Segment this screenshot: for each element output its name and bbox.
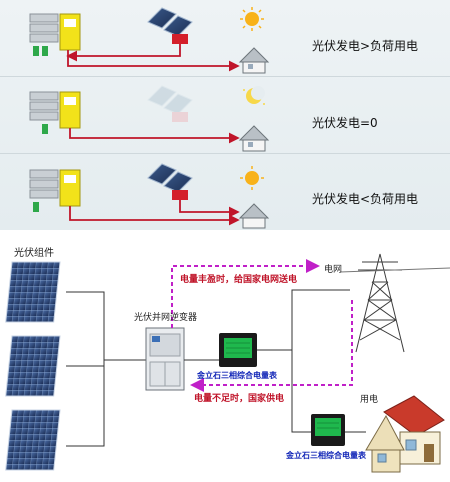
battery-bank-icon <box>29 13 59 56</box>
pv-array-label: 光伏组件 <box>14 248 54 259</box>
scenario-3-graphic <box>29 163 270 229</box>
deficit-flow-label: 电量不足时，国家供电 <box>194 394 285 404</box>
inverter-label: 光伏并网逆变器 <box>134 313 198 323</box>
transmission-tower-icon <box>339 253 450 353</box>
meter-1-label: 金立石三相综合电量表 <box>197 371 277 380</box>
solar-panel-icon <box>147 163 193 200</box>
house-icon <box>365 395 445 473</box>
battery-bank-icon <box>29 91 59 134</box>
scenario-3-caption: 光伏发电<负荷用电 <box>312 192 419 206</box>
scenario-2-graphic <box>29 85 270 152</box>
grid-label: 电网 <box>324 265 343 275</box>
scenario-2-caption: 光伏发电=0 <box>312 116 378 130</box>
surplus-flow-label: 电量丰盈时，给国家电网送电 <box>180 275 298 285</box>
dc-wiring <box>66 291 146 447</box>
pv-module-icon <box>5 261 61 323</box>
scenario-1-graphic <box>29 7 270 74</box>
meter-2-label: 金立石三相综合电量表 <box>286 451 366 460</box>
sun-icon <box>240 7 264 31</box>
scenario-illustrations <box>29 7 270 229</box>
inverter-cabinet-icon <box>145 327 185 391</box>
battery-bank-icon <box>29 169 59 212</box>
sun-icon <box>240 166 264 190</box>
scenario-panel: 光伏发电>负荷用电 光伏发电=0 光伏发电<负荷用电 <box>0 0 450 230</box>
moon-icon <box>243 86 265 105</box>
ac-wiring <box>184 289 366 433</box>
pv-module-icon <box>5 335 61 397</box>
power-flow-line <box>171 259 353 392</box>
divider <box>0 153 450 154</box>
meter-box-icon <box>59 13 81 51</box>
house-icon <box>238 125 270 152</box>
solar-panel-icon <box>147 85 193 122</box>
pv-module-icon <box>5 409 61 471</box>
house-icon <box>238 203 270 229</box>
scenario-1-caption: 光伏发电>负荷用电 <box>312 39 419 53</box>
energy-meter-icon <box>219 333 257 367</box>
energy-meter-icon <box>311 414 345 446</box>
load-label: 用电 <box>360 395 379 405</box>
solar-panel-icon <box>147 7 193 44</box>
divider <box>0 76 450 77</box>
house-icon <box>238 47 270 74</box>
